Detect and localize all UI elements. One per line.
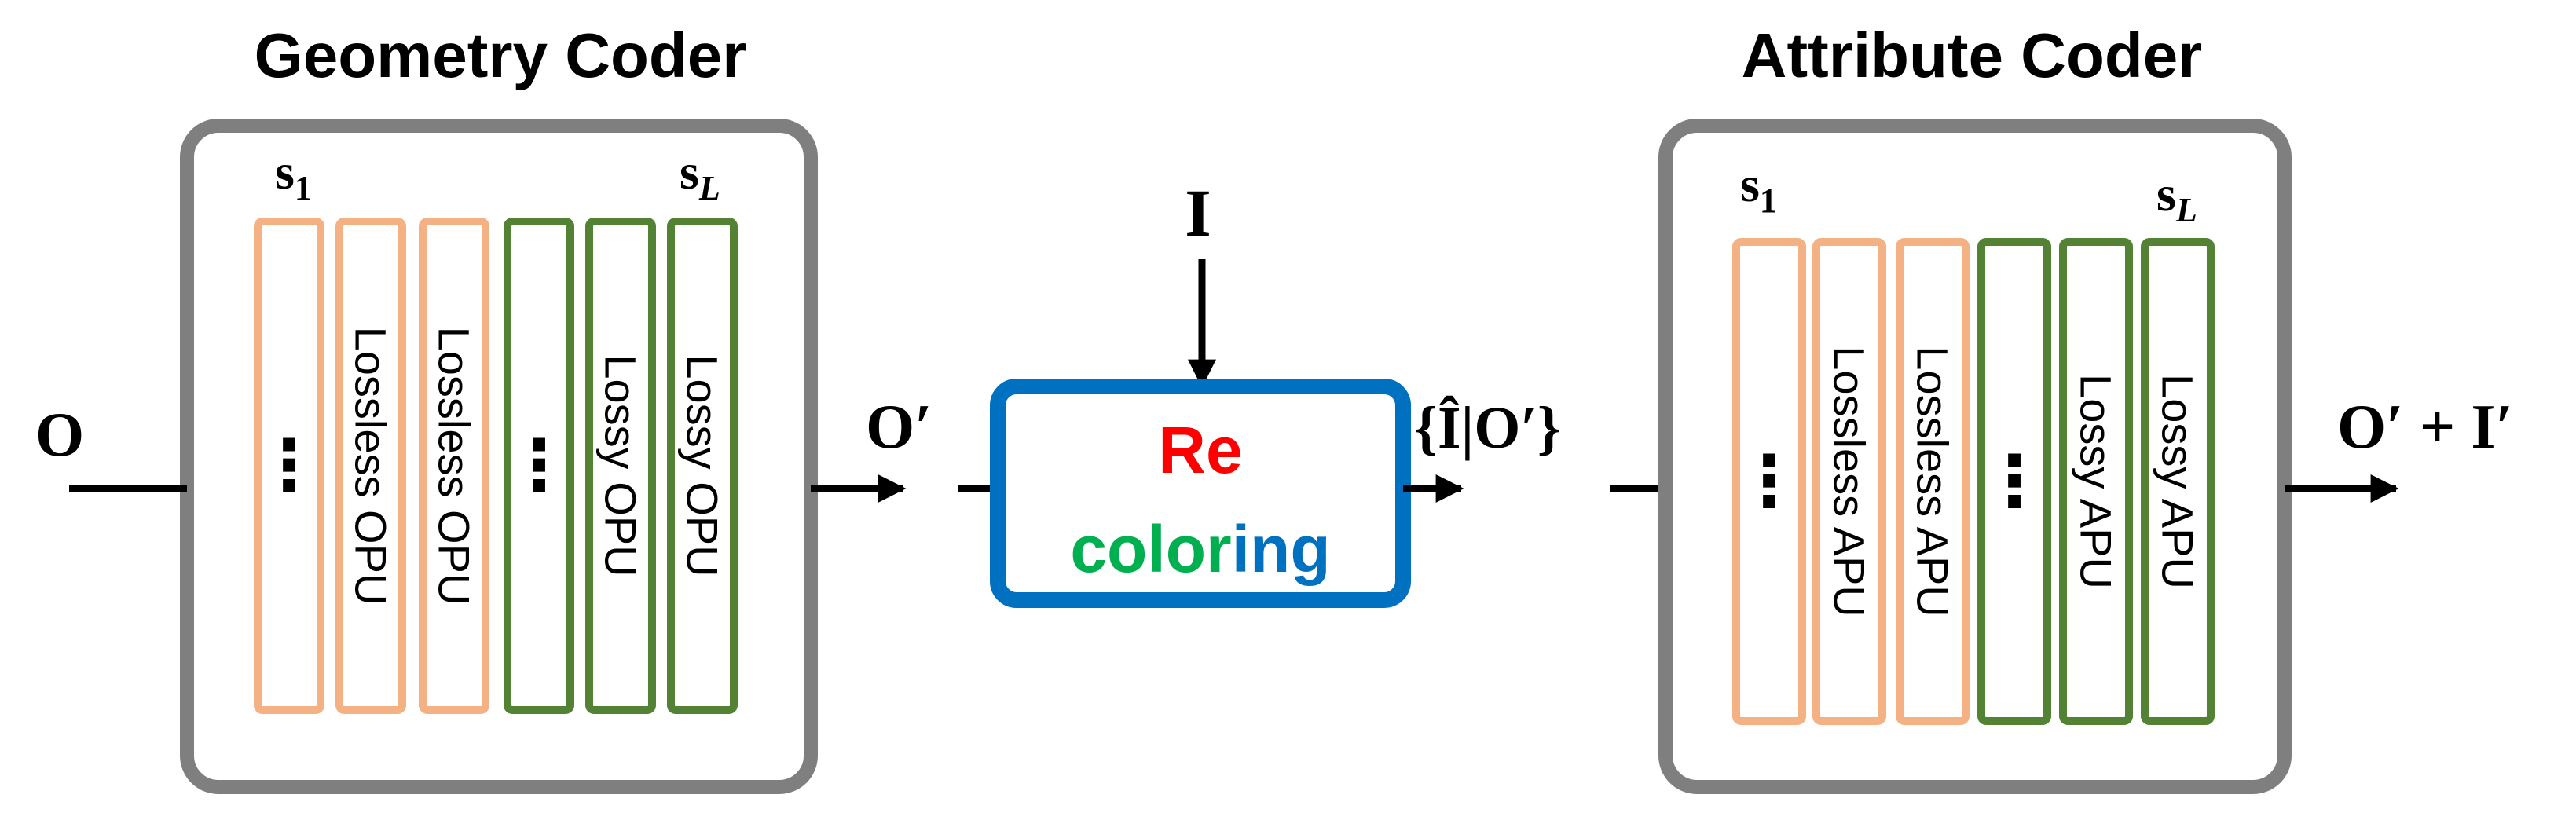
geometry-unit-label-6: Lossy OPU [678,354,727,577]
geometry-unit-label-2: Lossless OPU [346,327,396,606]
recolored-symbol: {Î|O′} [1414,395,1561,461]
attribute-unit-1 [1732,238,1806,725]
geometry-unit-2 [335,218,406,714]
geometry-unit-1 [254,218,324,714]
attribute-first-stage-label: s1 [1740,156,1777,220]
geometry-unit-label-5: Lossy OPU [596,354,646,577]
geometry-ellipsis-4: ⋮ [504,425,574,507]
attribute-unit-label-2: Lossless APU [1825,346,1874,617]
geometry-first-stage-label: s1 [275,144,312,207]
final-output-symbol: O′ + I′ [2337,393,2513,462]
geometry-unit-3 [419,218,489,714]
geometry-coder-title: Geometry Coder [255,20,747,90]
input-geometry-symbol: O [35,401,84,470]
geometry-output-symbol: O′ [866,393,933,462]
attribute-unit-label-3: Lossless APU [1908,346,1958,617]
attribute-coder-box [1658,119,2292,794]
attribute-ellipsis-4: ⋮ [1979,441,2050,523]
geometry-unit-6 [667,218,738,714]
attribute-unit-5 [2059,238,2133,725]
geometry-unit-label-3: Lossless OPU [430,327,479,606]
geometry-unit-5 [585,218,656,714]
geometry-coder-box [180,119,818,794]
attribute-unit-label-5: Lossy APU [2072,374,2121,589]
recoloring-label-line2: coloring [1070,512,1330,586]
attribute-unit-stack: ⋮ Lossless APU Lossless APU ⋮ Lossy APU Lossy… [1732,238,2215,725]
recoloring-label-line1: Re [1158,413,1242,487]
geometry-last-stage-label: sL [680,144,720,207]
recoloring-box [990,379,1411,608]
attribute-ellipsis-1: ⋮ [1734,441,1805,523]
attribute-last-stage-label: sL [2156,166,2197,229]
geometry-unit-4 [504,218,574,714]
attribute-unit-4 [1977,238,2051,725]
attribute-coder-title: Attribute Coder [1742,20,2203,90]
attribute-unit-3 [1896,238,1970,725]
attribute-unit-6 [2141,238,2215,725]
geometry-unit-stack: ⋮ Lossless OPU Lossless OPU ⋮ Lossy OPU Lossy… [254,218,738,714]
geometry-ellipsis-1: ⋮ [254,425,324,507]
attribute-unit-2 [1812,238,1886,725]
input-attribute-symbol: I [1185,175,1211,251]
attribute-unit-label-6: Lossy APU [2153,374,2203,589]
